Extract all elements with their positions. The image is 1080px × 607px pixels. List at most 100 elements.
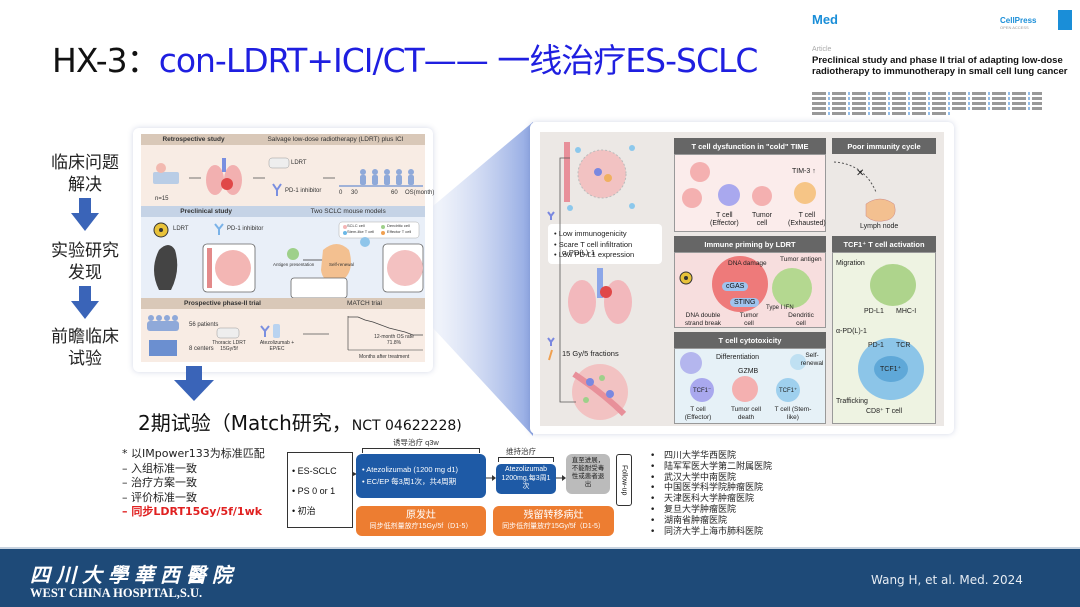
ldrt-machine-icon <box>268 157 290 169</box>
retro-pd1: PD-1 inhibitor <box>285 188 322 194</box>
tcr-label: TCR <box>896 342 911 349</box>
eligibility-box: • ES-SCLC • PS 0 or 1 • 初治 <box>287 452 353 528</box>
preclin-sub-label: Two SCLC mouse models <box>310 208 386 215</box>
antigen-presentation-label: Antigen presentation <box>273 262 315 267</box>
site-item: •武汉大学中南医院 <box>650 472 737 483</box>
tcell-cluster-icon <box>680 352 702 374</box>
effector-tcell-icon <box>690 378 714 402</box>
tumor-cell-label-2: Tumor cell <box>739 312 759 327</box>
hospital-icon <box>149 340 177 356</box>
note-item: * 以IMpower133为标准匹配 <box>122 447 265 460</box>
note-item: – 入组标准一致 <box>122 461 197 475</box>
matching-notes: * 以IMpower133为标准匹配 – 入组标准一致 – 治疗方案一致 – 评… <box>122 447 265 520</box>
timeline-tick-30: 30 <box>351 190 358 196</box>
nct-number: NCT 04622228) <box>351 418 462 434</box>
flow-step-3: 前瞻临床 试验 <box>38 326 132 370</box>
legend-dendritic: Dendritic cell <box>387 223 410 228</box>
preclin-ldrt: LDRT <box>173 226 189 232</box>
panel-header-tcf1: TCF1⁺ T cell activation <box>832 236 936 252</box>
site-item: •中国医学科学院肿瘤医院 <box>650 483 764 494</box>
flow-step-1: 临床问题 解决 <box>38 152 132 196</box>
self-renewal-label: Self-renewal <box>800 352 824 367</box>
panel-header-priming: Immune priming by LDRT <box>674 236 826 252</box>
dna-damage-label: DNA damage <box>728 260 767 267</box>
title-prefix: HX-3： <box>52 41 160 80</box>
arrow-icon <box>353 472 357 476</box>
residual-sub: 同步低剂量放疗15Gy/5f（D1-5） <box>502 523 605 530</box>
follow-up-box: Follow-up <box>616 454 632 506</box>
feature-item: • Scare T cell infiltration <box>554 239 633 249</box>
timeline-label: OS(month) <box>405 190 435 196</box>
note-item: – 治疗方案一致 <box>122 476 197 489</box>
tumor-cell-icon <box>682 188 702 208</box>
down-arrow-icon <box>174 366 214 401</box>
antibody-icon <box>272 183 282 196</box>
timeline-tick-60: 60 <box>391 190 398 196</box>
trafficking-label: Trafficking <box>836 398 868 405</box>
dendritic-cell-icon <box>870 264 916 306</box>
patients-icon <box>147 315 179 331</box>
dendritic-cell-icon <box>287 248 299 260</box>
author-list <box>812 92 1042 117</box>
dose-label: 15 Gy/5 fractions <box>562 349 619 358</box>
atezo-label: Atezolizumab + EP/EC <box>259 340 295 352</box>
ldrt-machine-icon <box>216 327 240 339</box>
flow-step-2-line1: 实验研究 <box>51 241 119 261</box>
hospital-logo-cn: 四川大學華西醫院 <box>30 563 238 587</box>
site-item: •同济大学上海市肺科医院 <box>650 526 764 537</box>
death-label: Tumor cell death <box>730 406 762 421</box>
flow-step-3-line1: 前瞻临床 <box>51 327 119 347</box>
eligibility-item: • ES-SCLC <box>292 466 337 476</box>
preclinical-header: Preclinical study Two SCLC mouse models <box>141 206 425 217</box>
progression-box: 直至进展，不能耐受毒性或患者退出 <box>566 454 610 494</box>
flow-step-1-line1: 临床问题 <box>51 153 119 173</box>
zoom-connector <box>433 122 533 436</box>
mechanism-figure: α-PD(L)-1 • Low immunogenicity • Scare T… <box>530 122 954 434</box>
tumor-antigen-label: Tumor antigen <box>780 256 822 263</box>
site-item: •天津医科大学肿瘤医院 <box>650 494 755 505</box>
legend-box <box>338 221 420 239</box>
retro-n: n=15 <box>155 196 169 202</box>
primary-tumor-box: 原发灶 同步低剂量放疗15Gy/5f（D1-5） <box>356 506 486 536</box>
effector-tcell-icon <box>718 184 740 206</box>
tcf1-positive-label-2: TCF1⁺ <box>779 388 798 394</box>
mouse-icon <box>154 245 178 290</box>
pdl1-label: PD-L1 <box>864 308 884 315</box>
legend-sclc: SCLC cell <box>347 223 365 228</box>
hospital-logo-en: WEST CHINA HOSPITAL,S.U. <box>30 586 203 600</box>
flow-step-3-line2: 试验 <box>68 349 102 369</box>
retrospective-illustration <box>153 157 423 196</box>
tumor-cell-icon <box>732 376 758 402</box>
feature-list: • Low immunogenicity • Scare T cell infi… <box>554 229 634 261</box>
residual-lesion-box: 残留转移病灶 同步低剂量放疗15Gy/5f（D1-5） <box>493 506 614 536</box>
lymph-node-icon <box>321 244 351 282</box>
induction-box: • Atezolizumab (1200 mg d1) • EC/EP 每3周1… <box>356 454 486 498</box>
induction-brace <box>362 448 480 453</box>
dendritic-cell-icon <box>772 268 812 308</box>
note-item-emphasis: – 同步LDRT15Gy/5f/1wk <box>122 505 263 518</box>
gzmb-label: GZMB <box>738 368 759 375</box>
paper-title: Preclinical study and phase II trial of … <box>812 55 1068 77</box>
feature-item: • Low immunogenicity <box>554 229 627 238</box>
radiation-icon <box>679 271 693 285</box>
thoracic-ldrt-label: Thoracic LDRT 15Gy/5f <box>212 340 246 352</box>
preclin-header-label: Preclinical study <box>180 208 232 215</box>
footer-bar: 四川大學華西醫院 WEST CHINA HOSPITAL,S.U. Wang H… <box>0 547 1080 607</box>
journal-name: Med <box>812 12 838 27</box>
tumor-cell-icon <box>690 162 710 182</box>
induction-item: • Atezolizumab (1200 mg d1) <box>362 465 459 474</box>
patient-figures <box>360 169 414 185</box>
differentiation-label: Differentiation <box>716 354 760 361</box>
phase2-main: 2期试验（Match研究， <box>138 411 352 435</box>
preclinical-illustration <box>153 221 424 298</box>
legend-effector: Effector T cell <box>387 229 412 234</box>
dsb-label: DNA double strand break <box>684 312 722 327</box>
tcf1-positive-label: TCF1⁺ <box>880 366 902 373</box>
km-curve <box>348 316 423 336</box>
antibody-icon <box>547 211 555 220</box>
site-item: •复旦大学肿瘤医院 <box>650 504 737 515</box>
citation: Wang H, et al. Med. 2024 <box>871 573 1023 587</box>
iv-bag-icon <box>273 324 280 338</box>
